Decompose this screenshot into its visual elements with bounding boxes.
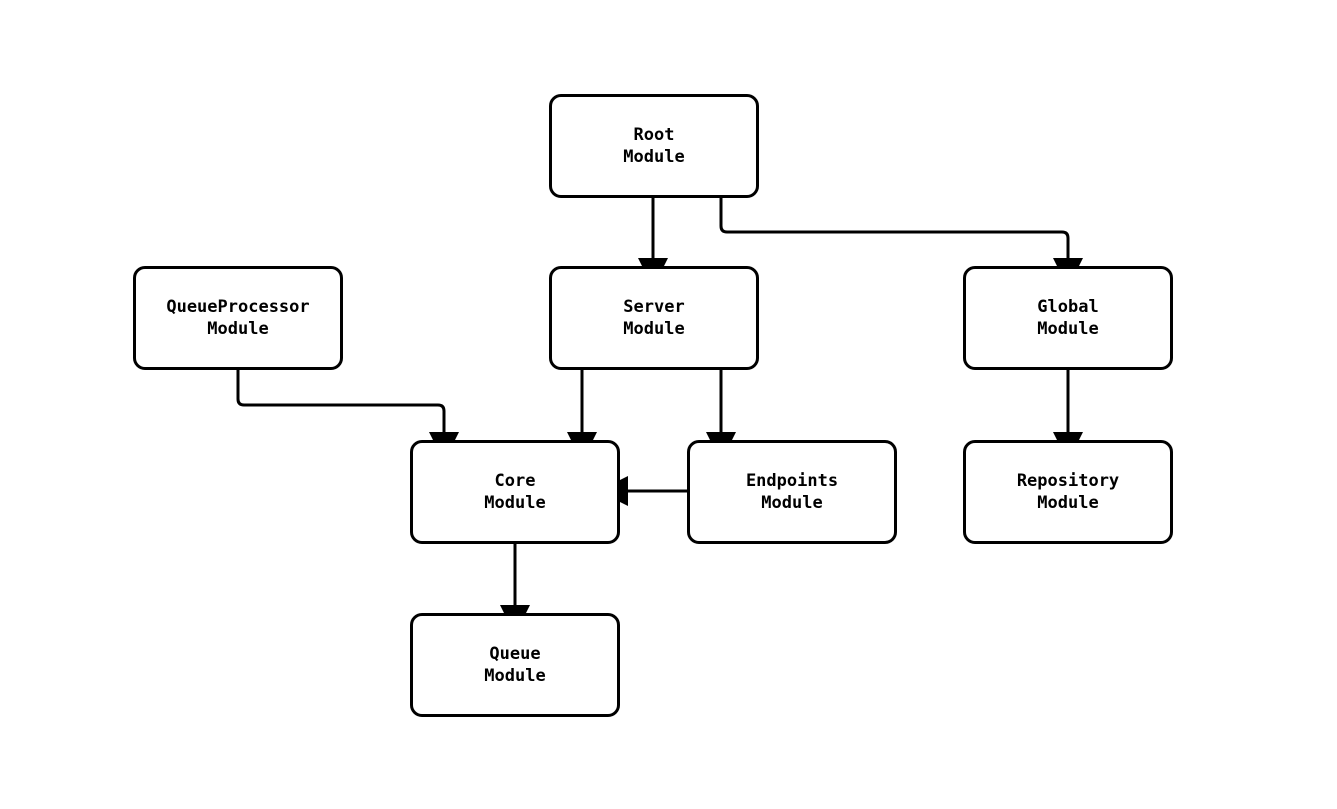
node-endpoints[interactable]: Endpoints Module xyxy=(687,440,897,544)
node-repository[interactable]: Repository Module xyxy=(963,440,1173,544)
node-repository-label: Repository Module xyxy=(1016,471,1120,513)
node-server-label: Server Module xyxy=(623,297,685,339)
node-core-label: Core Module xyxy=(484,471,546,513)
node-queue-label: Queue Module xyxy=(484,644,546,686)
node-root[interactable]: Root Module xyxy=(549,94,759,198)
node-endpoints-label: Endpoints Module xyxy=(745,471,839,513)
node-queueprocessor-label: QueueProcessor Module xyxy=(166,297,310,339)
edge-queueprocessor-core xyxy=(236,370,459,462)
node-global[interactable]: Global Module xyxy=(963,266,1173,370)
node-server[interactable]: Server Module xyxy=(549,266,759,370)
node-queueprocessor[interactable]: QueueProcessor Module xyxy=(133,266,343,370)
node-core[interactable]: Core Module xyxy=(410,440,620,544)
node-root-label: Root Module xyxy=(623,125,685,167)
edge-root-global xyxy=(719,198,1083,288)
node-queue[interactable]: Queue Module xyxy=(410,613,620,717)
node-global-label: Global Module xyxy=(1037,297,1099,339)
